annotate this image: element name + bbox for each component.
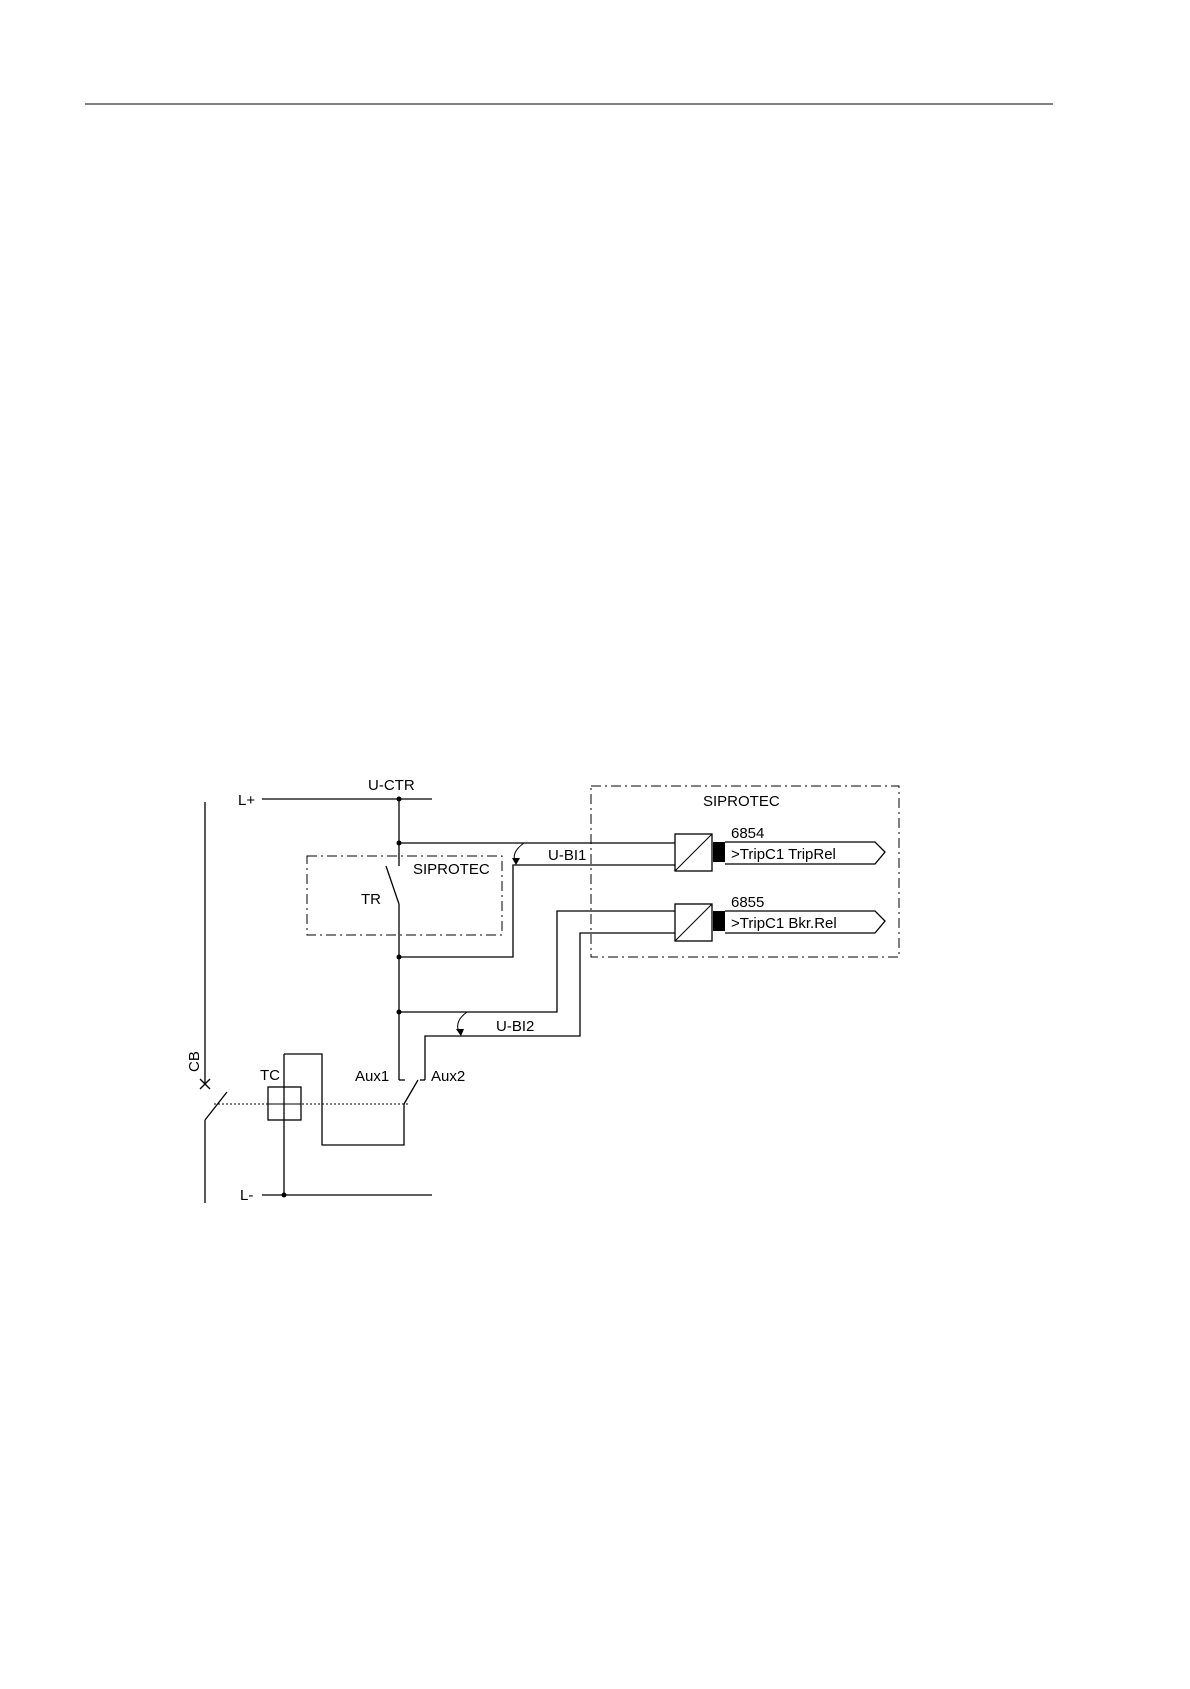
input-marker: [713, 911, 725, 931]
aux2-label: Aux2: [431, 1068, 465, 1085]
u-bi1-label: U-BI1: [548, 847, 586, 864]
cb-blade: [205, 1092, 227, 1120]
input-6855-label: >TripC1 Bkr.Rel: [731, 915, 837, 932]
siprotec-main-label: SIPROTEC: [703, 793, 780, 810]
u-ctr-label: U-CTR: [368, 777, 415, 794]
tc-label: TC: [260, 1067, 280, 1084]
cb-label: CB: [186, 1051, 203, 1072]
bi2-wire-bottom: [425, 933, 675, 1080]
aux1-label: Aux1: [355, 1068, 389, 1085]
l-minus-label: L-: [240, 1187, 253, 1204]
input-6855-number: 6855: [731, 894, 764, 911]
u-bi1-arrowhead: [512, 858, 520, 865]
l-plus-label: L+: [238, 792, 255, 809]
input-6854-number: 6854: [731, 825, 764, 842]
tr-label: TR: [361, 891, 381, 908]
siprotec-inner-label: SIPROTEC: [413, 861, 490, 878]
u-bi2-arrowhead: [456, 1029, 464, 1036]
input-marker: [713, 842, 725, 862]
coupler-diagonal: [675, 904, 712, 941]
u-bi2-label: U-BI2: [496, 1018, 534, 1035]
tr-contact: [386, 866, 399, 904]
bi2-wire-top: [399, 911, 675, 1012]
aux2-blade: [404, 1080, 418, 1104]
coupler-diagonal: [675, 834, 712, 871]
input-6854-label: >TripC1 TripRel: [731, 846, 836, 863]
